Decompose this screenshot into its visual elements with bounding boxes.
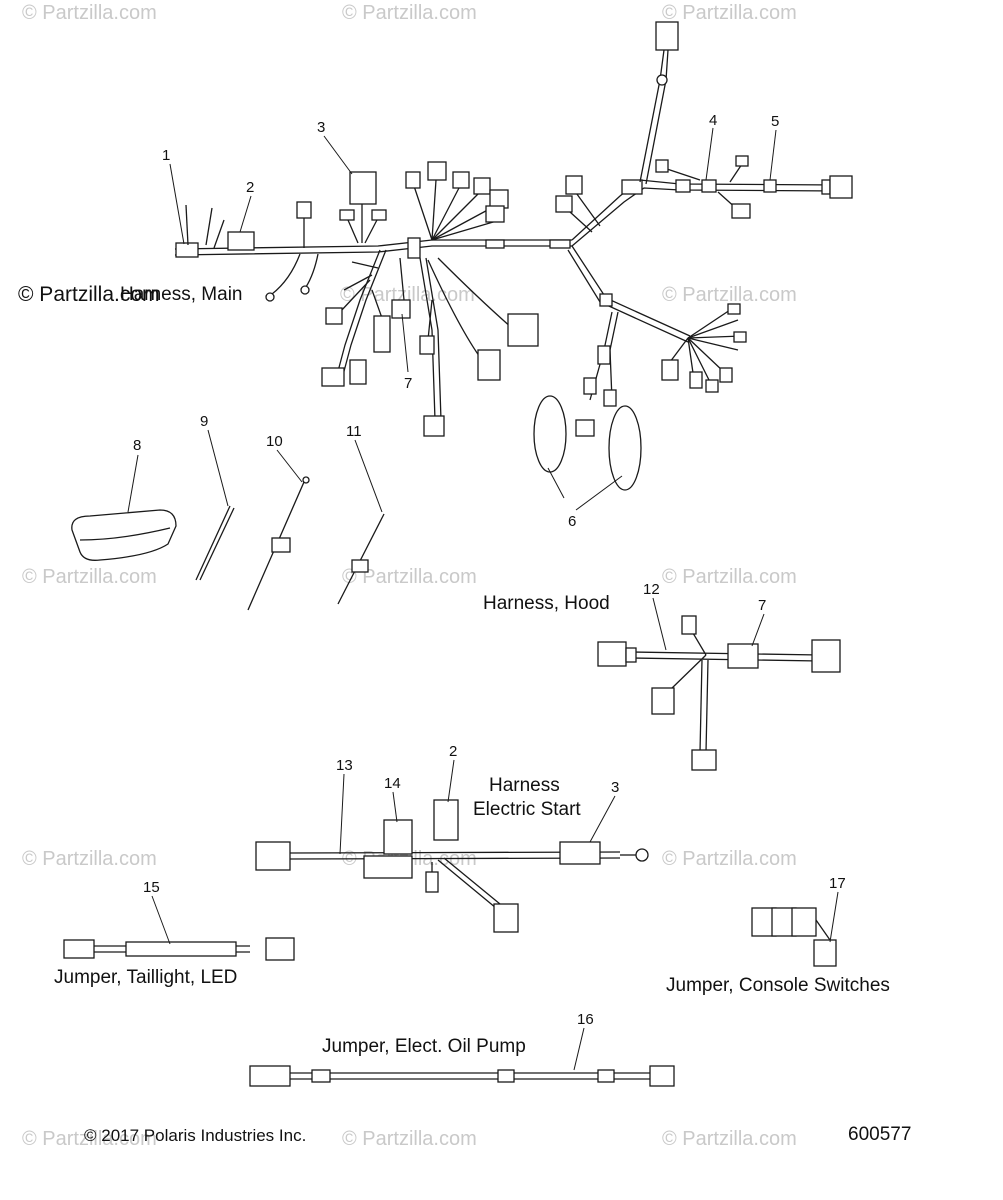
connector-4	[701, 179, 717, 193]
callout-8: 8	[133, 437, 141, 454]
copyright: © 2017 Polaris Industries Inc.	[84, 1126, 306, 1145]
callout-14: 14	[384, 775, 401, 792]
hood-harness	[597, 615, 841, 771]
sleeve-8	[71, 509, 177, 561]
caption-harness-hood: Harness, Hood	[483, 593, 610, 614]
brand-watermark: © Partzilla.com	[18, 283, 160, 306]
watermark: © Partzilla.com	[662, 566, 797, 588]
caption-harness-es-2: Electric Start	[473, 799, 581, 820]
callout-7: 7	[404, 375, 412, 392]
callout-10: 10	[266, 433, 283, 450]
connector-3	[559, 841, 601, 865]
trunk-sleeve	[485, 239, 505, 249]
main-harness	[174, 21, 853, 491]
watermark: © Partzilla.com	[342, 566, 477, 588]
callout-6: 6	[568, 513, 576, 530]
callout-3-es: 3	[611, 779, 619, 796]
connector-7	[727, 643, 759, 669]
sensor-6	[608, 405, 642, 491]
callout-5: 5	[771, 113, 779, 130]
sensor-6	[533, 395, 567, 473]
jumper-console	[751, 907, 837, 967]
watermark: © Partzilla.com	[22, 566, 157, 588]
callout-9: 9	[200, 413, 208, 430]
connector-2	[227, 231, 255, 251]
callout-16: 16	[577, 1011, 594, 1028]
callout-11: 11	[346, 423, 362, 440]
captions: Harness, Main © Partzilla.com Harness, H…	[18, 283, 890, 1057]
trunk-clip	[407, 237, 421, 259]
callout-15: 15	[143, 879, 160, 896]
callout-3: 3	[317, 119, 325, 136]
trunk-sleeve	[549, 239, 571, 249]
leader-lines	[127, 127, 839, 1071]
watermark: © Partzilla.com	[662, 2, 797, 24]
callout-4: 4	[709, 112, 717, 129]
callout-1: 1	[162, 147, 170, 164]
clip-10	[271, 537, 291, 553]
callout-2: 2	[246, 179, 254, 196]
watermark: © Partzilla.com	[342, 2, 477, 24]
callouts: 1 2 3 4 5 6 7 8 9 10 11 12 7 13 14 2 3 1…	[133, 112, 846, 1028]
relay-3	[349, 171, 377, 205]
watermark: © Partzilla.com	[22, 848, 157, 870]
jumper-oil-pump	[249, 1065, 675, 1087]
footer: © 2017 Polaris Industries Inc. 600577	[84, 1124, 911, 1145]
connector-2	[433, 799, 459, 841]
watermark: © Partzilla.com	[662, 284, 797, 306]
callout-7-hood: 7	[758, 597, 766, 614]
callout-12: 12	[643, 581, 660, 598]
caption-jumper-console: Jumper, Console Switches	[666, 975, 890, 996]
electric-start-harness	[255, 799, 649, 933]
watermark: © Partzilla.com	[22, 2, 157, 24]
watermark: © Partzilla.com	[342, 1128, 477, 1150]
watermark: © Partzilla.com	[340, 284, 475, 306]
watermark: © Partzilla.com	[662, 848, 797, 870]
caption-jumper-taillight: Jumper, Taillight, LED	[54, 967, 237, 988]
watermark-layer: © Partzilla.com © Partzilla.com © Partzi…	[22, 2, 797, 1150]
caption-harness-es-1: Harness	[489, 775, 560, 796]
callout-13: 13	[336, 757, 353, 774]
connector-5	[763, 179, 777, 193]
clip-11	[351, 559, 369, 573]
callout-2-es: 2	[449, 743, 457, 760]
watermark: © Partzilla.com	[662, 1128, 797, 1150]
connector-1	[175, 242, 199, 258]
watermark: © Partzilla.com	[22, 1128, 157, 1150]
part-14	[383, 819, 413, 855]
loose-parts	[71, 476, 385, 611]
jumper-taillight	[63, 937, 295, 961]
caption-harness-main: Harness, Main	[120, 284, 243, 305]
caption-jumper-oil: Jumper, Elect. Oil Pump	[322, 1036, 526, 1057]
drawing-number: 600577	[848, 1124, 911, 1145]
callout-17: 17	[829, 875, 846, 892]
